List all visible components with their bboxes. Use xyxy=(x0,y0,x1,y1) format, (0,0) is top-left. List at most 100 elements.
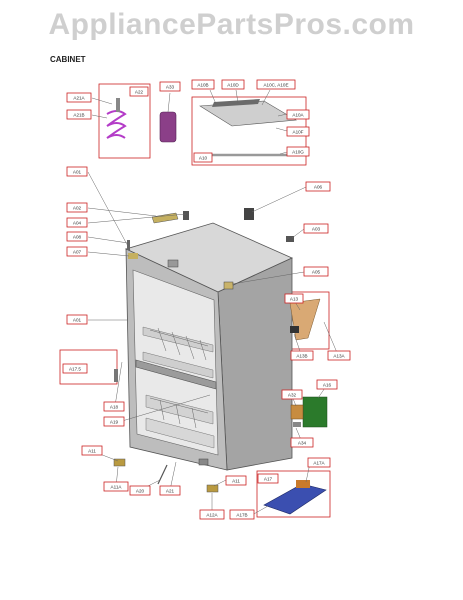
svg-text:A10: A10 xyxy=(199,156,208,161)
svg-text:A13A: A13A xyxy=(333,354,345,359)
a33-cover-part xyxy=(159,111,177,143)
section-title: CABINET xyxy=(50,55,86,64)
top-cover-strip xyxy=(212,99,260,107)
svg-text:A11A: A11A xyxy=(111,485,123,490)
svg-text:A11: A11 xyxy=(232,479,240,484)
callout-a01: A01 xyxy=(66,314,88,325)
callout-a01-top: A01 xyxy=(66,166,88,177)
callout-a02: A02 xyxy=(66,202,88,213)
a12-hinge xyxy=(206,484,219,493)
refrigerator-cabinet xyxy=(124,222,293,471)
svg-text:A17.5: A17.5 xyxy=(69,367,81,372)
callout-a07: A07 xyxy=(66,246,88,257)
callout-a08: A08 xyxy=(66,231,88,242)
svg-text:A16: A16 xyxy=(323,383,332,388)
a13b-part xyxy=(290,326,299,333)
svg-text:A05: A05 xyxy=(312,270,321,275)
svg-text:A10G: A10G xyxy=(292,150,304,155)
a16-pcb xyxy=(302,396,328,428)
callout-a17a: A17A xyxy=(307,457,331,468)
svg-text:A21A: A21A xyxy=(73,96,85,101)
svg-text:A20: A20 xyxy=(136,489,145,494)
callout-a22: A22 xyxy=(129,86,149,97)
callout-a10c-a10e: A10C, A10E xyxy=(256,79,296,90)
callout-a10d: A10D xyxy=(221,79,245,90)
callout-a10b: A10B xyxy=(191,79,215,90)
callout-a11a: A11A xyxy=(103,481,129,492)
svg-text:A21: A21 xyxy=(166,489,175,494)
svg-text:A32: A32 xyxy=(288,393,297,398)
callout-a21: A21 xyxy=(159,485,181,496)
svg-text:A34: A34 xyxy=(298,441,307,446)
callout-a10f: A10F xyxy=(286,126,310,137)
a06-bracket xyxy=(244,208,254,220)
svg-text:A10A: A10A xyxy=(292,113,304,118)
svg-text:A01: A01 xyxy=(73,170,82,175)
callout-a17-5: A17.5 xyxy=(62,363,88,374)
svg-text:A03: A03 xyxy=(312,227,321,232)
a03-screw xyxy=(286,236,294,242)
svg-text:A08: A08 xyxy=(73,235,82,240)
a08-pin xyxy=(127,240,130,250)
callout-a34: A34 xyxy=(290,437,314,448)
svg-text:A07: A07 xyxy=(73,250,82,255)
callout-a12a: A12A xyxy=(199,509,225,520)
callout-a11-right: A11 xyxy=(225,475,247,486)
pipe-coil-part xyxy=(106,98,127,139)
callout-a06: A06 xyxy=(305,181,331,192)
watermark: AppliancePartsPros.com xyxy=(48,8,415,41)
callout-a32: A32 xyxy=(281,389,303,400)
svg-text:A18: A18 xyxy=(110,405,119,410)
svg-text:A13B: A13B xyxy=(296,354,307,359)
svg-text:A17B: A17B xyxy=(236,513,247,518)
callout-a21b: A21B xyxy=(66,109,92,120)
svg-text:A17: A17 xyxy=(264,477,273,482)
svg-text:A22: A22 xyxy=(135,90,144,95)
callout-a13: A13 xyxy=(284,293,304,304)
group-box-a17 xyxy=(256,470,331,518)
svg-text:A12A: A12A xyxy=(206,513,218,518)
callout-a16: A16 xyxy=(316,379,338,390)
callout-a04: A04 xyxy=(66,217,88,228)
callout-a17: A17 xyxy=(257,473,279,484)
svg-text:A02: A02 xyxy=(73,206,82,211)
svg-text:A04: A04 xyxy=(73,221,82,226)
a34-part xyxy=(293,422,301,427)
group-box-a22 xyxy=(98,83,151,159)
callout-a10a: A10A xyxy=(286,109,310,120)
group-box-a17-5 xyxy=(59,349,118,385)
svg-text:A17A: A17A xyxy=(313,461,325,466)
svg-text:A21B: A21B xyxy=(73,113,84,118)
a20-rod xyxy=(157,464,168,485)
svg-text:A11: A11 xyxy=(88,449,96,454)
svg-text:A33: A33 xyxy=(166,85,175,90)
svg-text:A10F: A10F xyxy=(293,130,304,135)
a11-hinge xyxy=(113,458,126,467)
a17-water-valve xyxy=(263,480,327,515)
svg-text:A10D: A10D xyxy=(227,83,239,88)
callout-a05: A05 xyxy=(303,266,329,277)
callout-a10: A10 xyxy=(193,152,213,163)
a32-part xyxy=(290,404,304,420)
callout-a20: A20 xyxy=(129,485,151,496)
hinge-a02 xyxy=(151,212,179,224)
callout-a10g: A10G xyxy=(286,146,310,157)
callout-a03: A03 xyxy=(303,223,329,234)
callout-a21a: A21A xyxy=(66,92,92,103)
svg-text:A10C, A10E: A10C, A10E xyxy=(263,83,288,88)
leader-lines xyxy=(87,89,339,516)
callout-a13a: A13A xyxy=(327,350,351,361)
svg-text:A19: A19 xyxy=(110,420,119,425)
svg-text:A10B: A10B xyxy=(197,83,208,88)
callout-a13b: A13B xyxy=(290,350,314,361)
callout-a18: A18 xyxy=(103,401,125,412)
screw-a02 xyxy=(183,211,189,220)
svg-text:A13: A13 xyxy=(290,297,299,302)
callouts: A21A A22 A21B A33 A10B A10D A10C, A10E A… xyxy=(62,79,351,520)
a17-5-part xyxy=(114,369,118,382)
callout-a33: A33 xyxy=(159,81,181,92)
svg-text:A06: A06 xyxy=(314,185,323,190)
callout-a17b: A17B xyxy=(229,509,255,520)
callout-a19: A19 xyxy=(103,416,125,427)
